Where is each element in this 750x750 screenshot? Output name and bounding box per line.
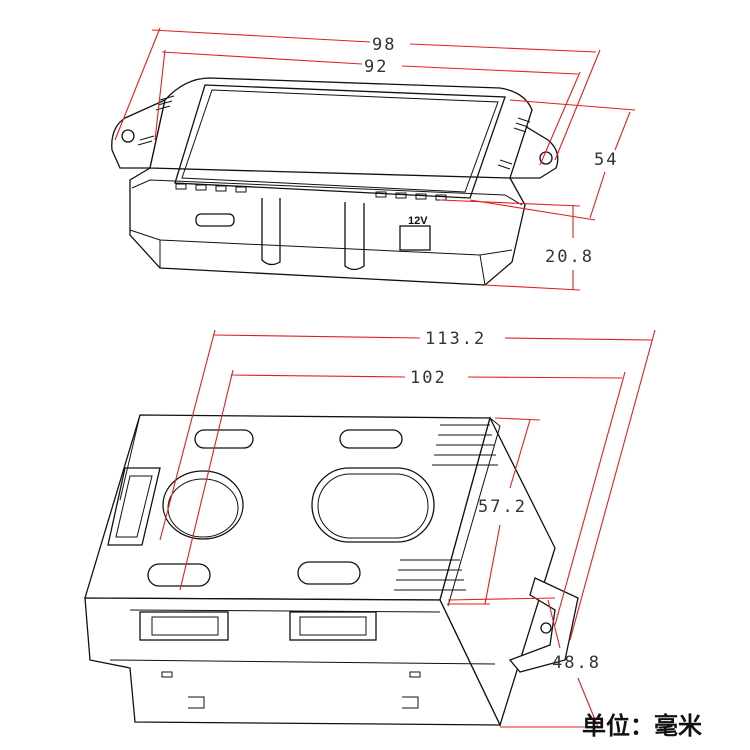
dim-54: 54 xyxy=(594,150,618,170)
dim-57-2: 57.2 xyxy=(478,497,527,517)
bottom-vent-lower xyxy=(394,559,466,591)
unit-label: 单位：毫米 xyxy=(582,712,702,740)
dim-92: 92 xyxy=(364,57,388,77)
voltage-label: 12V xyxy=(408,215,428,227)
dim-20-8: 20.8 xyxy=(545,247,594,267)
top-enclosure: 12V xyxy=(111,77,559,286)
front-pads-left xyxy=(175,183,247,193)
bottom-case xyxy=(84,414,579,727)
dim-98: 98 xyxy=(372,35,396,55)
usb-slot xyxy=(195,213,235,227)
top-vent-right xyxy=(497,117,531,170)
dim-102: 102 xyxy=(410,368,447,388)
dim-113-2: 113.2 xyxy=(425,329,486,349)
bottom-dimensions: 113.2 102 57.2 48.8 xyxy=(159,329,656,728)
front-pads-right xyxy=(375,191,447,201)
bottom-vent-top xyxy=(432,424,498,466)
dim-48-8: 48.8 xyxy=(552,653,601,673)
power-terminal xyxy=(399,225,431,251)
top-vent-left xyxy=(137,95,175,146)
top-dimensions: 98 92 54 20.8 xyxy=(114,27,636,291)
